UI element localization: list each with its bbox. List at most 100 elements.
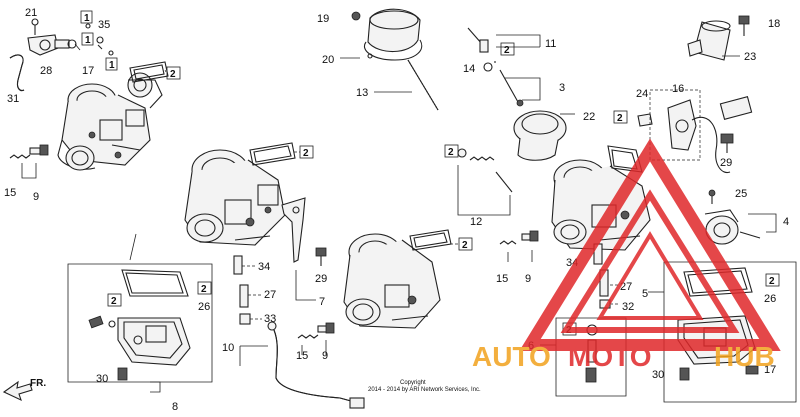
svg-text:2: 2: [769, 276, 775, 287]
spring-screw-15-9-center: [297, 322, 335, 355]
box-label-2-a: 2: [166, 66, 181, 80]
watermark-auto: AUTO: [472, 341, 551, 372]
box-label-2-h: 2: [613, 110, 628, 124]
box-label-2-e: 2: [500, 42, 515, 56]
copyright-line-1: Copyright: [400, 380, 426, 386]
label-15-right: 15: [496, 273, 508, 285]
bracket-part-7: [281, 197, 316, 301]
watermark-moto: MOTO: [568, 341, 651, 372]
label-15-center: 15: [296, 350, 308, 362]
label-21: 21: [25, 7, 37, 19]
label-30-right: 30: [652, 369, 664, 381]
label-26-left: 26: [198, 301, 210, 313]
svg-text:2: 2: [504, 45, 510, 56]
svg-text:1: 1: [84, 13, 90, 24]
automotohub-watermark: AUTO MOTO HUB: [472, 138, 781, 372]
label-8: 8: [172, 401, 178, 413]
label-19: 19: [317, 13, 329, 25]
svg-text:2: 2: [111, 296, 117, 307]
label-7: 7: [319, 296, 325, 308]
svg-text:2: 2: [303, 148, 309, 159]
label-31: 31: [7, 93, 19, 105]
air-funnel-23: [687, 20, 740, 61]
label-34-left: 34: [258, 261, 270, 273]
carburetor-center: [343, 233, 441, 329]
fuel-tube-10: [239, 321, 365, 409]
screw-29-center: [315, 247, 327, 266]
copyright-line-2: 2014 - 2014 by ARI Network Services, Inc…: [368, 387, 481, 393]
starter-valve-parts: [467, 27, 541, 107]
label-9-left: 9: [33, 191, 39, 203]
bracket-assembly-4: [704, 209, 777, 245]
box-label-2-j: 2: [765, 273, 780, 287]
jet-parts-34-27-33-left: [233, 255, 262, 325]
svg-text:2: 2: [448, 147, 454, 158]
box-label-1-top: 1: [80, 10, 93, 24]
carburetor-center-left: [184, 149, 286, 246]
label-29-center: 29: [315, 273, 327, 285]
label-9-right: 9: [525, 273, 531, 285]
label-35: 35: [98, 19, 110, 31]
carburetor-top-left: [57, 72, 163, 171]
svg-text:1: 1: [109, 60, 115, 71]
box-label-1-left: 1: [81, 32, 94, 46]
watermark-hub: HUB: [714, 341, 775, 372]
front-direction-arrow: FR.: [2, 378, 46, 402]
label-32: 32: [622, 301, 634, 313]
box-label-2-b: 2: [299, 145, 314, 159]
label-23: 23: [744, 51, 756, 63]
box-label-2-c: 2: [197, 281, 212, 295]
label-13: 13: [356, 87, 368, 99]
label-22: 22: [583, 111, 595, 123]
label-26-right: 26: [764, 293, 776, 305]
svg-text:2: 2: [462, 240, 468, 251]
box-label-2-g: 2: [458, 237, 473, 251]
label-25: 25: [735, 188, 747, 200]
svg-text:2: 2: [170, 69, 176, 80]
label-11: 11: [545, 38, 556, 50]
float-chamber-box-left: [67, 233, 213, 393]
svg-text:2: 2: [617, 113, 623, 124]
gasket-center: [409, 229, 460, 251]
throttle-cable-holder-group: [9, 18, 114, 92]
label-18: 18: [768, 18, 780, 30]
diaphragm-piston-22: [513, 110, 575, 161]
label-15-left: 15: [4, 187, 16, 199]
label-27-left: 27: [264, 289, 276, 301]
screw-18: [738, 15, 750, 36]
label-3: 3: [559, 82, 565, 94]
label-30-left: 30: [96, 373, 108, 385]
svg-text:1: 1: [85, 35, 91, 46]
label-17-top: 17: [82, 65, 94, 77]
gasket-top-left: [129, 61, 169, 83]
label-28: 28: [40, 65, 52, 77]
fr-label: FR.: [30, 378, 46, 389]
label-16: 16: [672, 83, 684, 95]
screw-29-right: [720, 133, 734, 153]
box-label-2-d: 2: [107, 293, 122, 307]
throttle-position-sensor-16: [649, 89, 753, 174]
spring-screw-15-9-right: [499, 230, 539, 262]
svg-text:2: 2: [201, 284, 207, 295]
label-4: 4: [783, 216, 789, 228]
label-27-right: 27: [620, 281, 632, 293]
box-label-1-small: 1: [105, 57, 118, 71]
label-20: 20: [322, 54, 334, 66]
pilot-screw-assembly-12: [457, 148, 513, 216]
label-5: 5: [642, 288, 648, 300]
gasket-center-left: [249, 142, 300, 166]
label-29-right: 29: [720, 157, 732, 169]
spring-screw-15-9-left: [9, 144, 49, 179]
spring-13: [374, 59, 439, 111]
vacuum-chamber-cover: [340, 8, 423, 61]
label-14: 14: [463, 63, 475, 75]
label-10: 10: [222, 342, 234, 354]
label-9-center: 9: [322, 350, 328, 362]
clip-24: [637, 113, 653, 127]
screw-25: [708, 189, 716, 204]
box-label-2-f: 2: [444, 144, 459, 158]
label-17-right: 17: [764, 364, 776, 376]
label-24: 24: [636, 88, 648, 100]
